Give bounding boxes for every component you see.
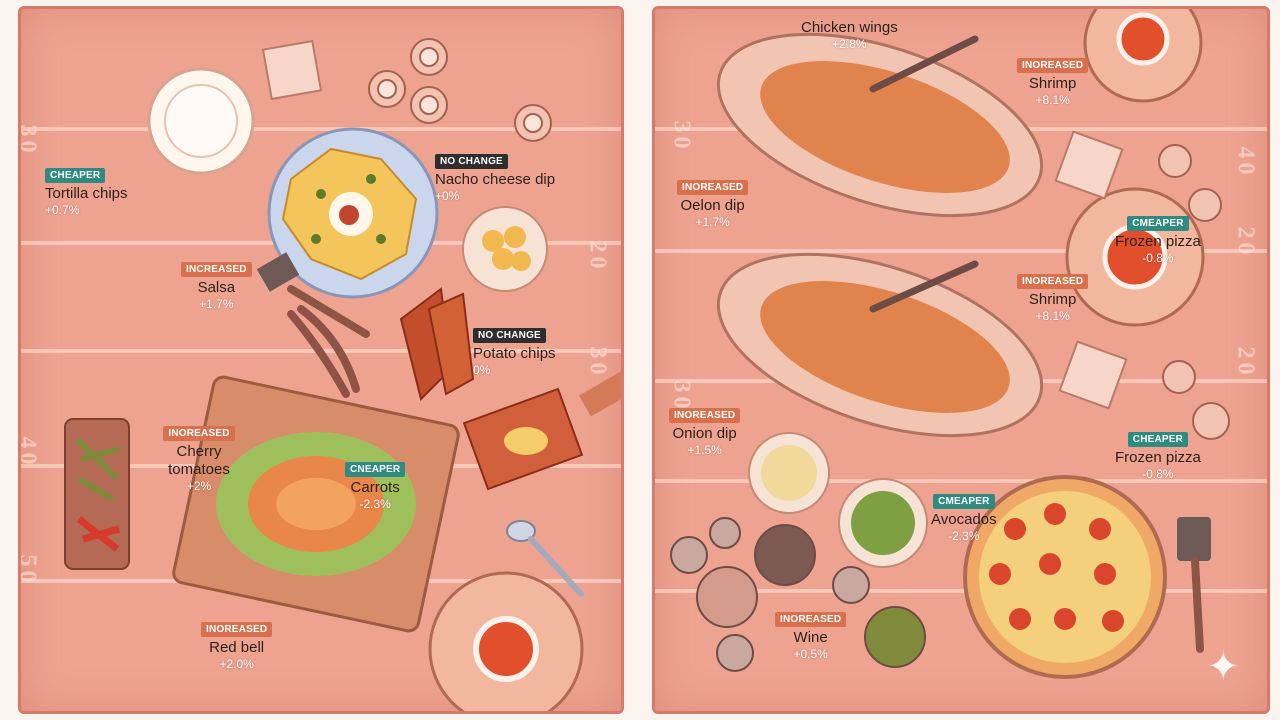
price-badge: INOREASED: [775, 612, 847, 627]
item-name: Frozen pizza: [1115, 233, 1201, 250]
item-label-frozen-pizza-bottom: CHEAPER Frozen pizza -0.8%: [1115, 429, 1201, 482]
item-label-shrimp-top: INOREASED Shrimp +8.1%: [1017, 55, 1089, 108]
item-name: Chicken wings: [801, 19, 898, 36]
price-change: +8.1%: [1035, 93, 1070, 107]
price-badge: NO CHANGE: [473, 328, 546, 343]
price-badge: CMEAPER: [1127, 216, 1189, 231]
cups-icon: [368, 38, 552, 142]
price-change: +8.1%: [1035, 309, 1070, 323]
item-label-nacho-cheese-dip: NO CHANGE Nacho cheese dip +0%: [435, 151, 555, 204]
nachos-plate-icon: [267, 127, 439, 299]
item-name: Salsa: [197, 279, 236, 296]
veggie-tray-icon: [172, 375, 460, 633]
item-name: Red bell: [209, 639, 265, 656]
yard-line: [655, 479, 1267, 483]
yard-line: [655, 249, 1267, 253]
dried-peppers-icon: [399, 287, 475, 401]
price-badge: CNEAPER: [345, 462, 406, 477]
price-badge: INOREASED: [1017, 58, 1089, 73]
price-badge: INOREASED: [677, 180, 749, 195]
shrimp-plate-icon: [1083, 9, 1203, 103]
left-tablecloth-panel: 3 0 2 0 3 0 4 0 5 0: [18, 6, 624, 714]
price-badge: INOREASED: [201, 622, 273, 637]
price-badge: CHEAPER: [1127, 432, 1189, 447]
price-change: -2.3%: [948, 529, 980, 543]
right-food-illustration: [670, 9, 1230, 679]
item-label-cherry-tomatoes: INOREASED Cherry tomatoes +2%: [149, 423, 249, 494]
item-label-avocados: CMEAPER Avocados -2.3%: [931, 491, 997, 544]
item-label-tortilla-chips: CHEAPER Tortilla chips +0.7%: [45, 165, 128, 218]
item-label-oelon-dip: INOREASED Oelon dip +1.7%: [677, 177, 749, 230]
item-name: Nacho cheese dip: [435, 171, 556, 188]
price-change: +2.8%: [832, 37, 867, 51]
item-label-onion-dip: INOREASED Onion dip +1.5%: [669, 405, 741, 458]
price-change: +1.5%: [687, 443, 722, 457]
price-badge: CHEAPER: [45, 168, 106, 183]
price-change: +1.7%: [695, 215, 730, 229]
sparkle-icon: ✦: [1206, 645, 1240, 689]
price-badge: INOREASED: [669, 408, 741, 423]
spatula-icon: [256, 252, 370, 338]
price-change: +0.5%: [793, 647, 828, 661]
pepperoni-pizza-icon: [963, 475, 1167, 679]
item-name: Wine: [793, 629, 828, 646]
item-label-chicken-wings: Chicken wings +2.8%: [801, 17, 898, 52]
item-label-frozen-pizza-top: CMEAPER Frozen pizza -0.8%: [1115, 213, 1201, 266]
price-badge: CMEAPER: [933, 494, 995, 509]
chicken-wings-platter-icon: [716, 32, 1044, 218]
potato-chips-bowl-icon: [462, 206, 548, 292]
price-badge: INOREASED: [1017, 274, 1089, 289]
spatula-icon: [1177, 517, 1211, 653]
yard-line: [655, 589, 1267, 593]
item-name: Avocados: [931, 511, 997, 528]
price-badge: INOREASED: [163, 426, 235, 441]
item-label-red-bell: INOREASED Red bell +2.0%: [201, 619, 273, 672]
left-food-illustration: [64, 38, 621, 711]
empty-plate-icon: [147, 67, 255, 175]
wine-glasses-icon: [670, 517, 926, 672]
item-name: Cherry tomatoes: [168, 443, 230, 478]
price-change: +2.0%: [219, 657, 254, 671]
item-name: Shrimp: [1028, 75, 1077, 92]
price-change: +1.7%: [199, 297, 234, 311]
pepper-strips-tray-icon: [64, 418, 130, 570]
item-label-carrots: CNEAPER Carrots -2.3%: [345, 459, 406, 512]
chicken-wings-platter-icon: [716, 252, 1044, 438]
item-name: Oelon dip: [680, 197, 745, 214]
price-change: +0.7%: [45, 203, 80, 217]
price-change: +2%: [186, 479, 212, 493]
item-label-wine: INOREASED Wine +0.5%: [775, 609, 847, 662]
onion-dip-bowl-icon: [748, 432, 830, 514]
price-change: -2.3%: [359, 497, 391, 511]
item-name: Shrimp: [1028, 291, 1077, 308]
napkin-icon: [1054, 130, 1128, 410]
item-label-potato-chips: NO CHANGE Potato chips 0%: [473, 325, 556, 378]
item-label-salsa: INCREASED Salsa +1.7%: [181, 259, 252, 312]
item-name: Tortilla chips: [45, 185, 128, 202]
spoon-icon: [506, 520, 584, 597]
item-name: Carrots: [350, 479, 400, 496]
guacamole-bowl-icon: [838, 478, 928, 568]
cups-icon: [1158, 144, 1230, 440]
napkin-icon: [261, 39, 323, 101]
yard-line: [21, 127, 621, 131]
right-tablecloth-panel: 3 0 4 0 2 0 3 0 2 0: [652, 6, 1270, 714]
item-name: Frozen pizza: [1115, 449, 1201, 466]
price-change: -0.8%: [1142, 467, 1174, 481]
item-label-shrimp-middle: INOREASED Shrimp +8.1%: [1017, 271, 1089, 324]
price-badge: NO CHANGE: [435, 154, 508, 169]
item-name: Onion dip: [672, 425, 737, 442]
chip-bag-icon: [462, 365, 621, 491]
salsa-bowl-icon: [428, 571, 584, 711]
item-name: Potato chips: [473, 345, 556, 362]
tongs-icon: [287, 305, 360, 398]
price-badge: INCREASED: [181, 262, 252, 277]
price-change: +0%: [435, 189, 460, 203]
price-change: -0.8%: [1142, 251, 1174, 265]
price-change: 0%: [473, 363, 491, 377]
